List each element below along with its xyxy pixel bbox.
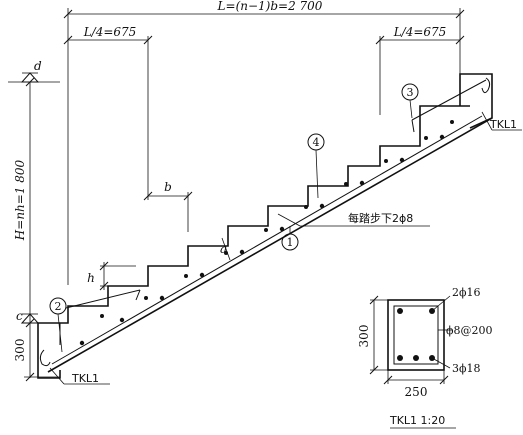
step-height-label: h <box>87 271 95 285</box>
callout-2: 2 <box>49 297 67 353</box>
section-title: TKL1 1:20 <box>389 414 445 427</box>
height-dimension: H=nh=1 800 300 <box>13 77 62 382</box>
svg-text:TKL1: TKL1 <box>489 118 517 131</box>
step-height-dimension: h <box>87 261 136 291</box>
beam-label-left: TKL1 <box>49 367 110 385</box>
callout-3: 3 <box>401 83 419 119</box>
quarter-left-label: L/4=675 <box>83 25 137 39</box>
distribution-bars <box>79 120 454 346</box>
level-bottom-label: c <box>16 309 23 323</box>
beam-height-label: 300 <box>13 339 27 362</box>
slab-thickness-label: a <box>220 242 227 256</box>
stirrup-annotation: 每踏步下2ϕ8 <box>277 211 430 227</box>
level-top-label: d <box>34 59 42 73</box>
level-bottom-marker: c <box>16 309 40 324</box>
svg-text:1: 1 <box>287 236 294 249</box>
svg-text:2: 2 <box>55 300 62 313</box>
step-width-label: b <box>164 180 172 194</box>
quarter-right-dimension: L/4=675 <box>375 25 465 115</box>
beam-label-right: TKL1 <box>481 111 522 131</box>
total-span-label: L=(n−1)b=2 700 <box>217 0 323 13</box>
stair-outline: a <box>37 73 493 379</box>
section-top-bars: 2ϕ16 <box>452 286 481 299</box>
quarter-left-dimension: L/4=675 <box>63 25 153 200</box>
section-bottom-bars: 3ϕ18 <box>452 362 481 375</box>
step-width-dimension: b <box>143 180 193 232</box>
level-top-marker: d <box>8 59 60 83</box>
svg-text:4: 4 <box>313 136 320 149</box>
section-height: 300 <box>357 325 371 348</box>
callout-4: 4 <box>307 133 325 199</box>
total-span-dimension: L=(n−1)b=2 700 <box>63 0 465 285</box>
total-height-label: H=nh=1 800 <box>13 159 27 241</box>
svg-text:TKL1: TKL1 <box>71 372 99 385</box>
callout-1: 1 <box>281 226 299 251</box>
svg-text:3: 3 <box>407 86 414 99</box>
section-stirrups: ϕ8@200 <box>446 324 493 337</box>
beam-section-detail: 2ϕ16 ϕ8@200 3ϕ18 300 250 TKL1 1:20 <box>357 286 493 429</box>
quarter-right-label: L/4=675 <box>393 25 447 39</box>
stirrup-annotation-text: 每踏步下2ϕ8 <box>348 211 413 225</box>
section-width: 250 <box>405 385 428 399</box>
